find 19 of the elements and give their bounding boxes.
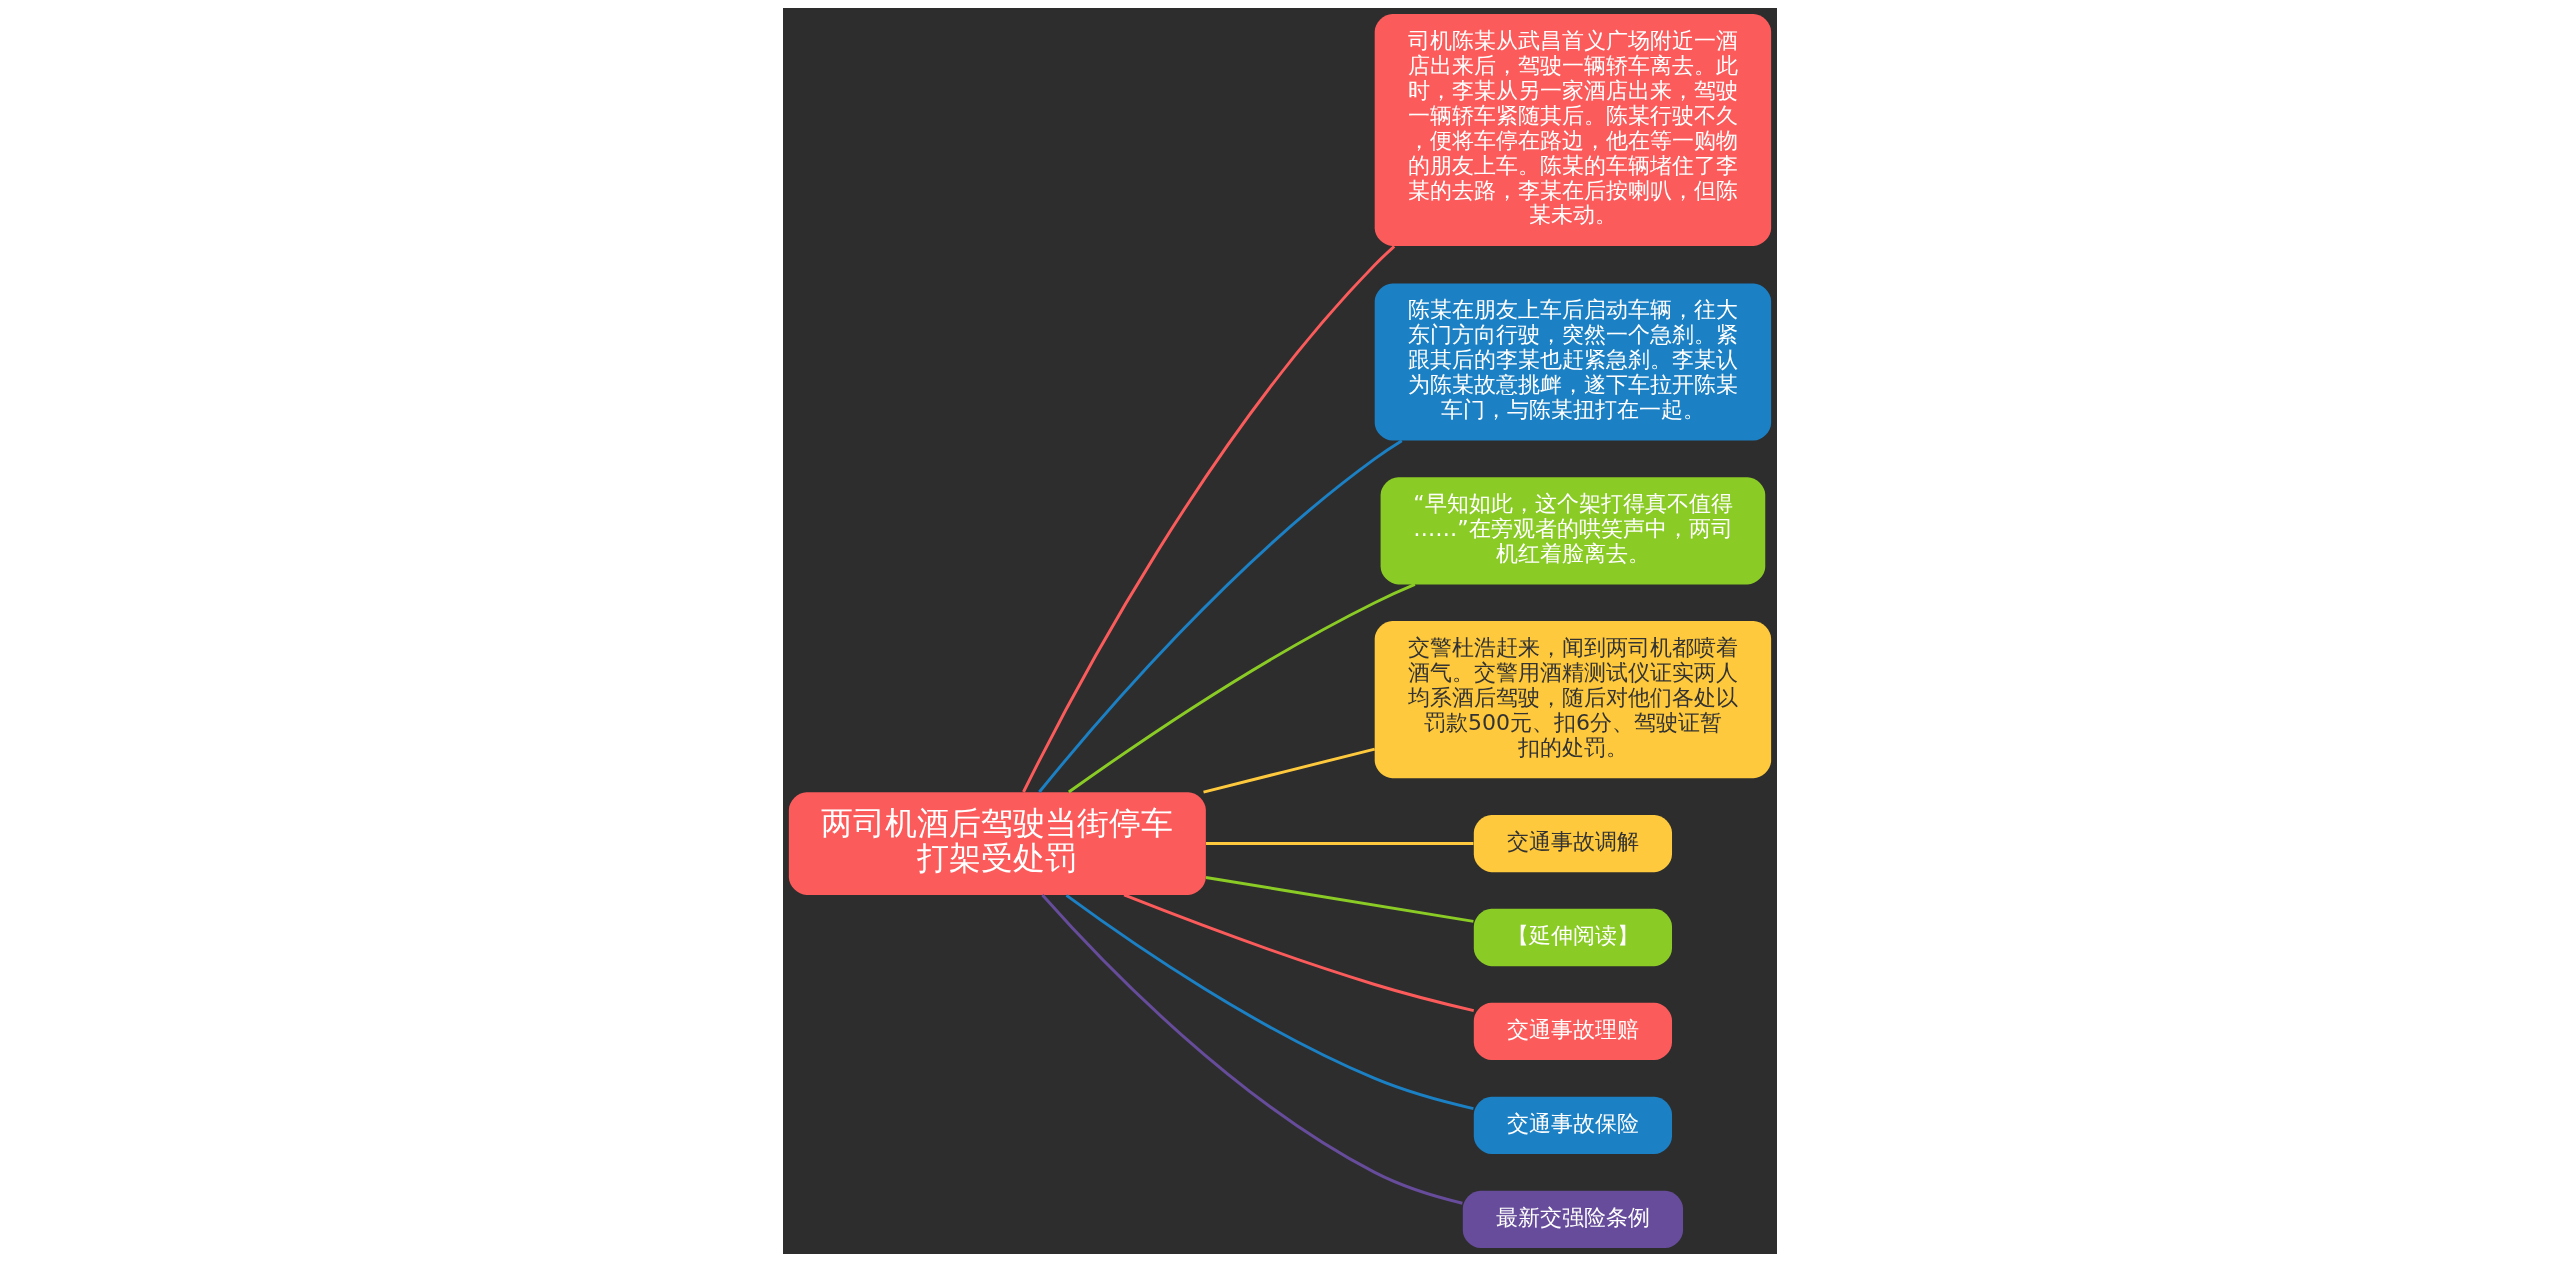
node-box: 陈某在朋友上车后启动车辆，往大东门方向行驶，突然一个急刹。紧跟其后的李某也赶紧急刹。李某认为陈某故意挑衅，遂下车拉开陈某车门，与陈某扭打在一起。	[1374, 283, 1772, 441]
node-box: 交通事故调解	[1473, 814, 1672, 873]
node-box: “早知如此，这个架打得真不值得……”在旁观者的哄笑声中，两司机红着脸离去。	[1380, 477, 1766, 585]
node-box: 【延伸阅读】	[1473, 908, 1672, 967]
node-box: 司机陈某从武昌首义广场附近一酒店出来后，驾驶一辆轿车离去。此时，李某从另一家酒店出来，驾驶一辆轿车紧随其后。陈某行驶不久，便将车停在路边，他在等一购物的朋友上车。陈某的车辆堵住了李某的去路，李某在后按喇叭，但陈某未动。	[1374, 13, 1772, 246]
connector	[1038, 439, 1403, 793]
connector	[1205, 842, 1474, 845]
connector	[1203, 747, 1376, 794]
node-box: 交通事故理赔	[1473, 1002, 1672, 1061]
node-box: 最新交强险条例	[1462, 1190, 1684, 1249]
connector	[1205, 876, 1474, 923]
connector	[1065, 894, 1474, 1110]
connector	[1123, 893, 1475, 1013]
node-box: 交警杜浩赶来，闻到两司机都喷着酒气。交警用酒精测试仪证实两人均系酒后驾驶，随后对他们各处以罚款500元、扣6分、驾驶证暂扣的处罚。	[1374, 621, 1772, 779]
connector	[1041, 893, 1463, 1205]
node-box: 两司机酒后驾驶当街停车打架受处罚	[788, 792, 1206, 895]
connector	[1068, 583, 1416, 794]
node-box: 交通事故保险	[1473, 1096, 1672, 1155]
connector	[1022, 245, 1396, 793]
